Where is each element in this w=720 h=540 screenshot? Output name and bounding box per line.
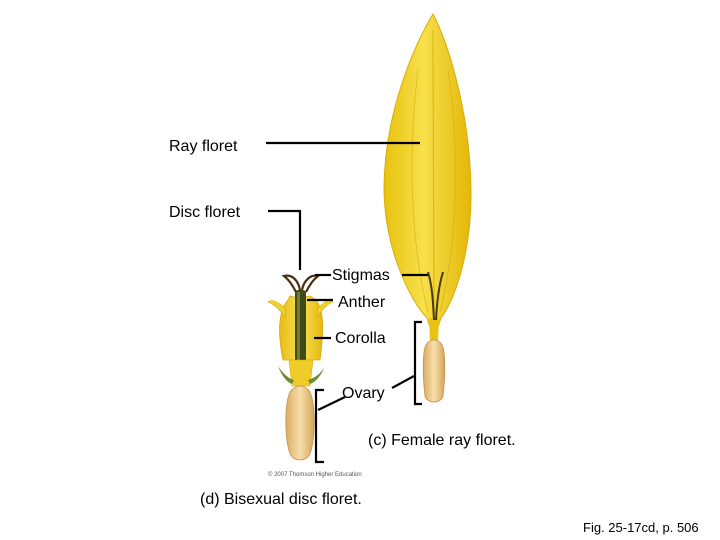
ray-ovary (422, 339, 446, 403)
disc-floret (267, 274, 334, 461)
anther-label: Anther (338, 294, 386, 311)
ovary-disc-bracket (314, 388, 324, 464)
figure-reference: Fig. 25-17cd, p. 506 (583, 520, 699, 535)
ovary-disc-leader (317, 396, 346, 411)
copyright-notice: © 2007 Thomson Higher Education (268, 472, 362, 478)
disc-floret-leader (268, 209, 302, 270)
disc-floret-label: Disc floret (169, 204, 241, 221)
ray-stigmas (427, 271, 444, 321)
stigmas-label: Stigmas (332, 267, 390, 284)
corolla-label: Corolla (335, 330, 386, 347)
ovary-ray-bracket (413, 320, 422, 406)
bisexual-disc-caption: (d) Bisexual disc floret. (200, 491, 362, 508)
female-ray-caption: (c) Female ray floret. (368, 432, 516, 449)
ray-floret-petal (383, 12, 472, 342)
ovary-ray-leader (391, 375, 415, 389)
leader-lines (266, 141, 428, 464)
ray-floret-label: Ray floret (169, 138, 238, 155)
ovary-label: Ovary (342, 385, 385, 402)
